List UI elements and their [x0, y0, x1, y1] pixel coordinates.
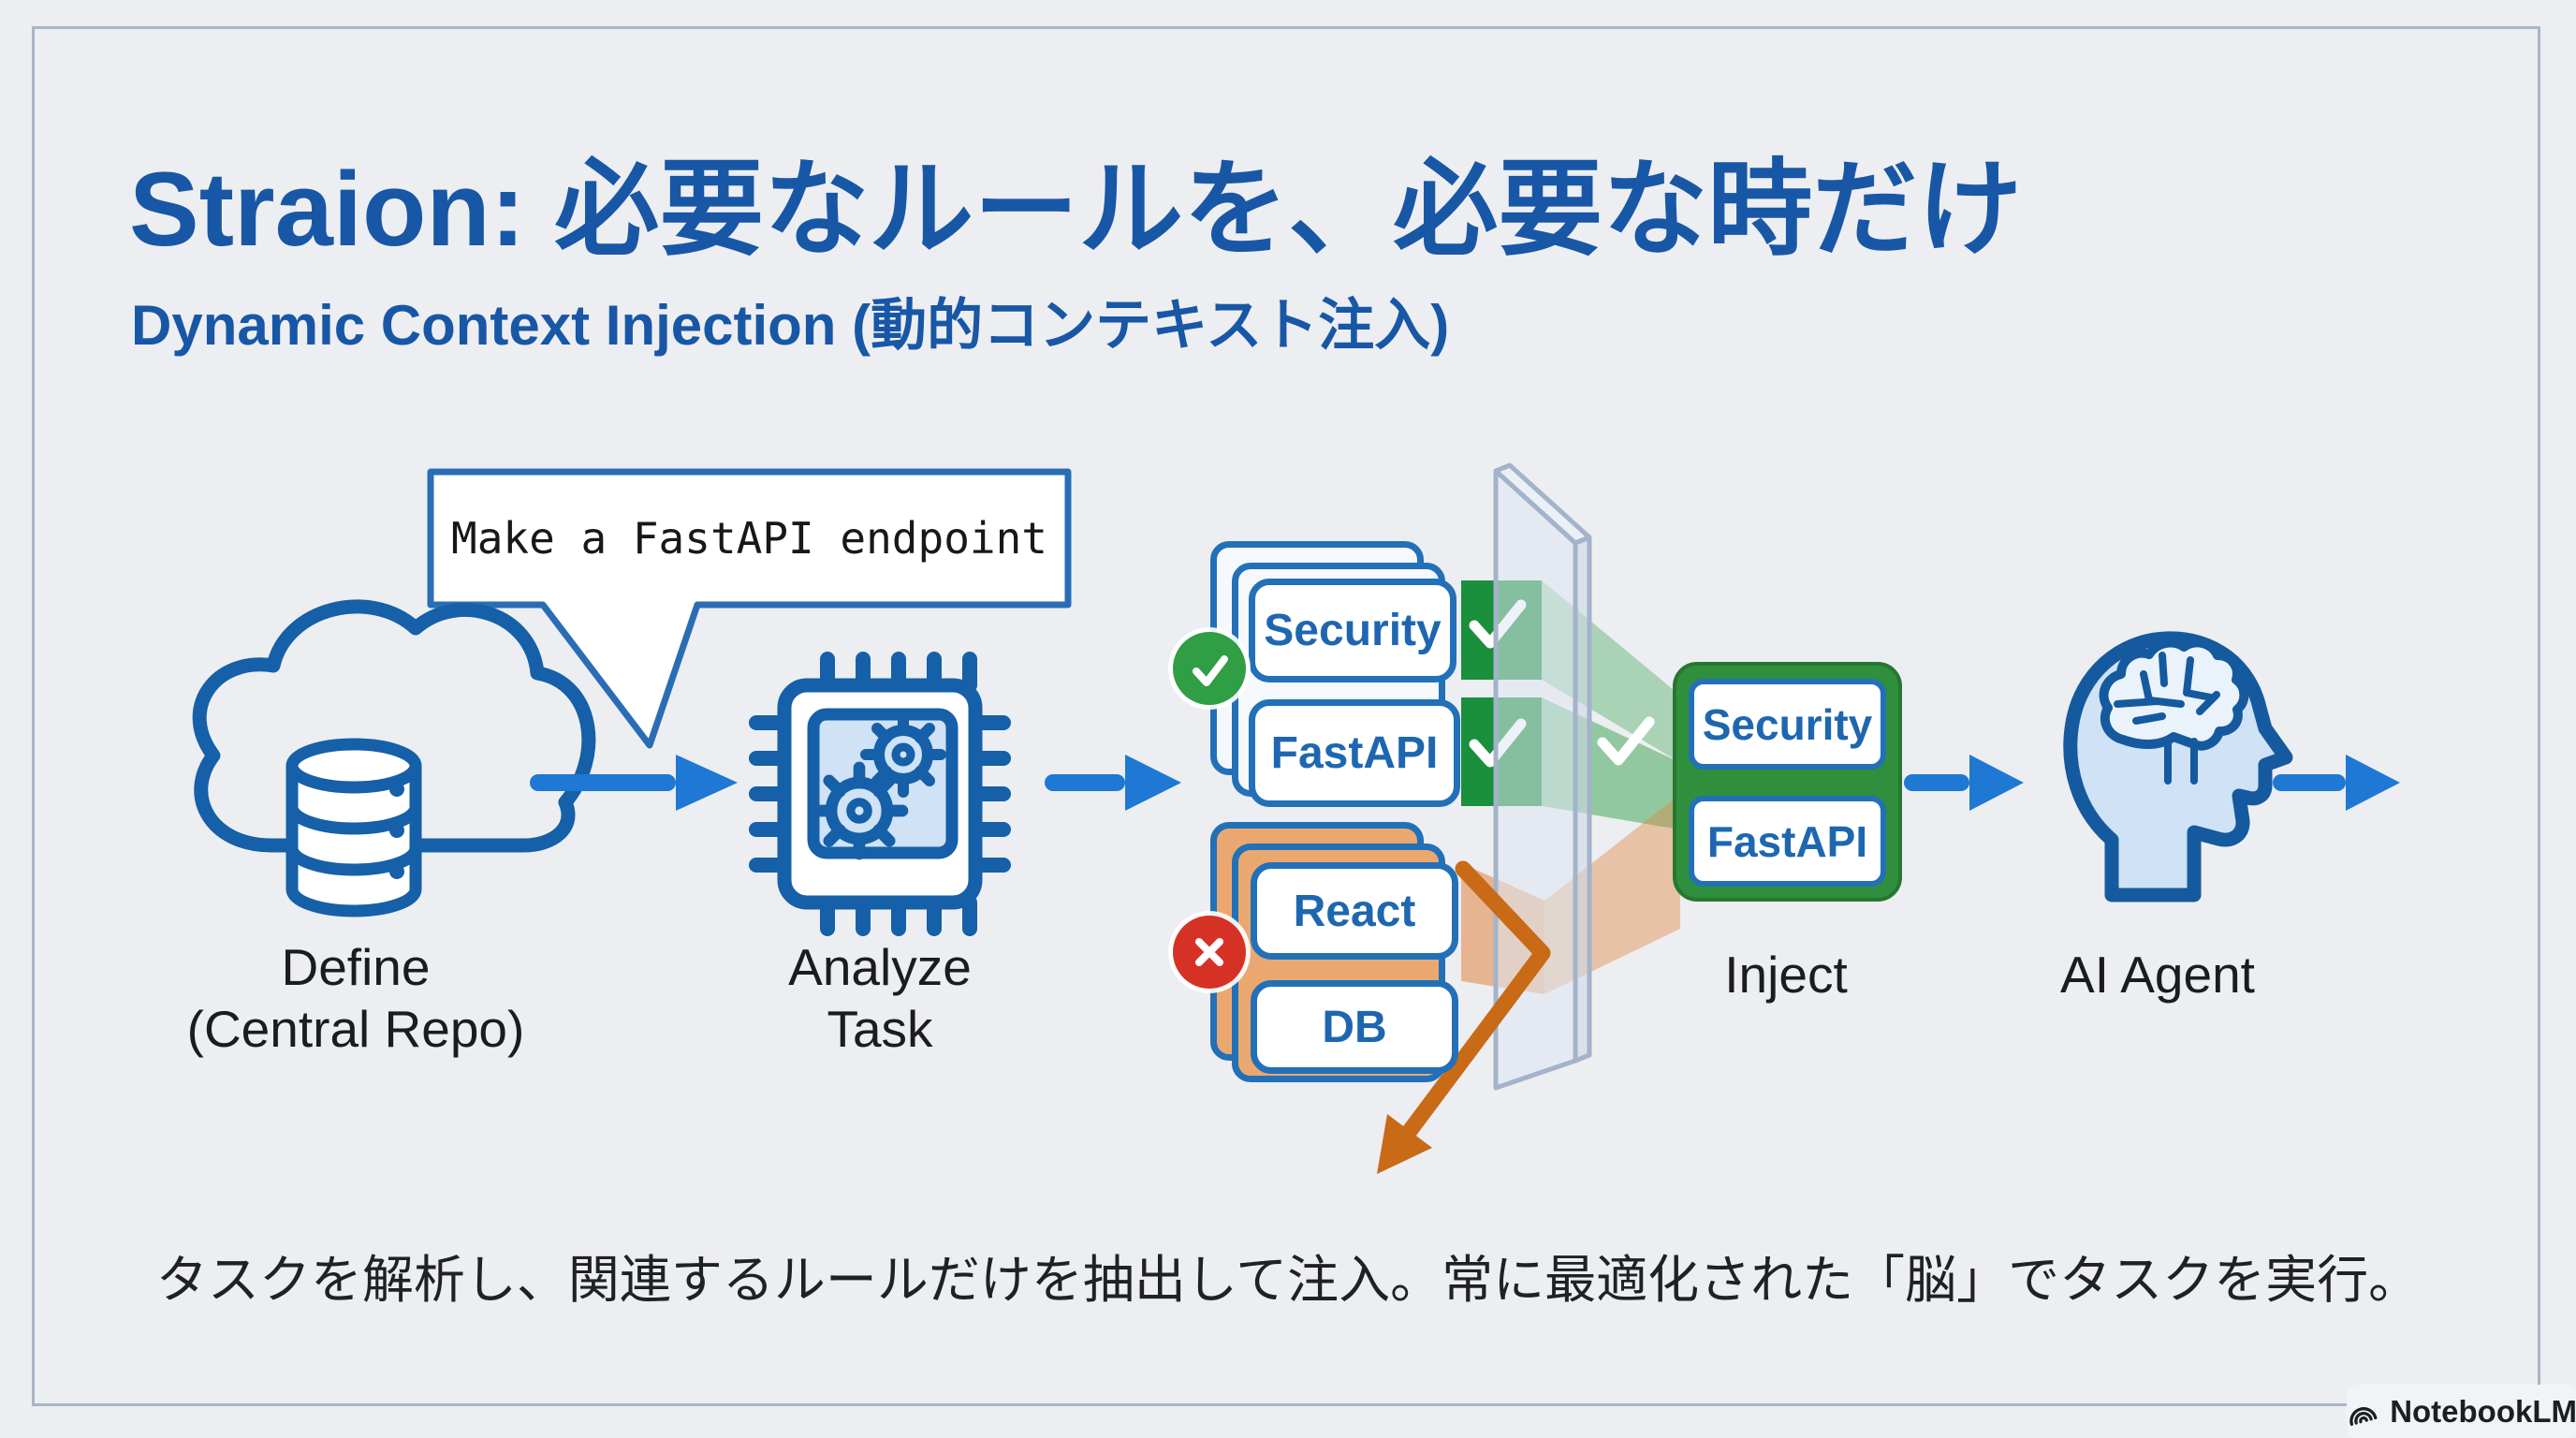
injected-card-security: Security [1689, 679, 1886, 770]
notebooklm-logo-icon [2349, 1407, 2378, 1426]
flow-arrow [2273, 755, 2400, 811]
flow-arrows [530, 755, 2400, 811]
check-circle-icon [1173, 632, 1246, 705]
rule-card-db: DB [1251, 980, 1458, 1074]
speech-bubble-text: Make a FastAPI endpoint [451, 513, 1047, 564]
caption: タスクを解析し、関連するルールだけを抽出して注入。常に最適化された「脳」でタスク… [155, 1251, 2421, 1309]
notebooklm-label: NotebookLM [2390, 1394, 2576, 1429]
x-circle-icon [1173, 916, 1246, 989]
cloud-database-icon [192, 599, 596, 917]
inject-label: Inject [1724, 946, 1848, 1004]
rule-card-security: Security [1249, 579, 1456, 682]
rule-card-react: React [1251, 862, 1458, 960]
rule-card-fastapi: FastAPI [1249, 699, 1460, 807]
analyze-label: Analyze Task [788, 938, 972, 1058]
flow-arrow [530, 755, 738, 811]
deflected-arrow [1377, 860, 1551, 1174]
flow-arrow [1904, 755, 2024, 811]
brain-head-icon [2063, 631, 2293, 902]
injected-card-fastapi: FastAPI [1689, 796, 1886, 887]
gear-icon [860, 712, 946, 798]
gear-icon [810, 761, 909, 860]
inject-box: Security FastAPI [1673, 662, 1902, 902]
agent-label: AI Agent [2060, 946, 2255, 1004]
define-label: Define (Central Repo) [186, 938, 525, 1058]
flow-arrow [1045, 755, 1181, 811]
chip-gears-icon [749, 652, 1011, 936]
notebooklm-badge: NotebookLM [2347, 1385, 2576, 1438]
page-subtitle: Dynamic Context Injection (動的コンテキスト注入) [131, 294, 1450, 357]
check-icon [1597, 716, 1655, 766]
slide-border-frame [32, 26, 2540, 1406]
page-title: Straion: 必要なルールを、必要な時だけ [129, 151, 2023, 268]
